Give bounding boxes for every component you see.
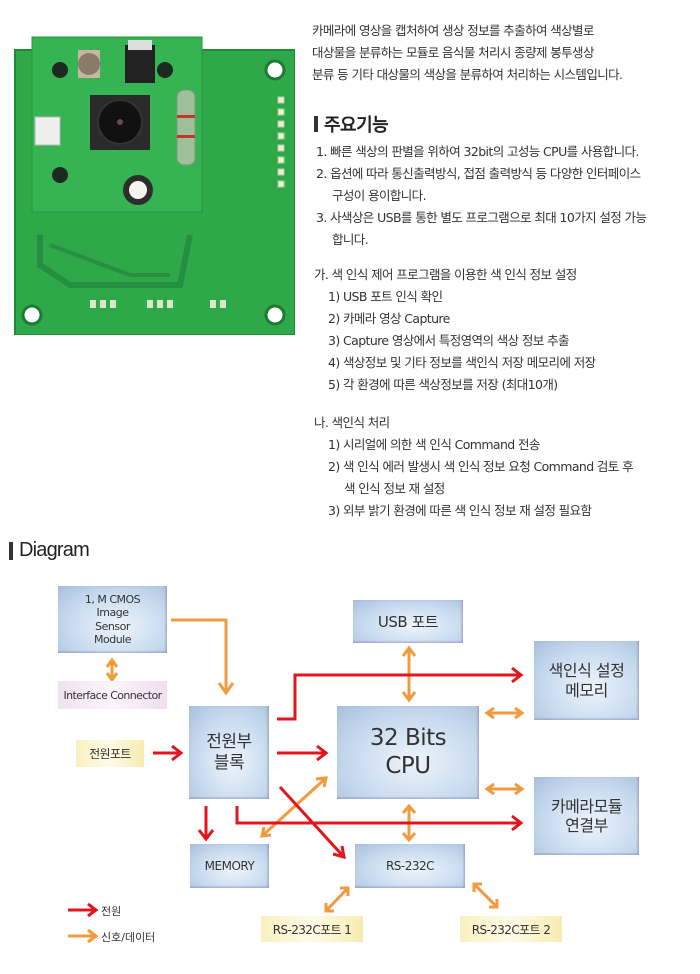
section-na-item: 색 인식 정보 재 설정 <box>314 478 633 500</box>
section-na: 나. 색인식 처리 1) 시리얼에 의한 색 인식 Command 전송 2) … <box>314 412 634 522</box>
signal-line-rs232-port2 <box>472 882 499 909</box>
intro-line: 카메라에 영상을 캡처하여 생상 정보를 추출하여 색상별로 <box>312 23 594 38</box>
usb-port-box: USB 포트 <box>353 600 463 643</box>
power-block-box: 전원부 블록 <box>189 706 269 799</box>
power-arrowhead <box>316 744 329 762</box>
rs232-box: RS-232C <box>355 844 465 888</box>
box-label: RS-232C포트 2 <box>471 922 551 937</box>
feature-item: 구성이 용이합니다. <box>316 185 646 207</box>
box-label: 메모리 <box>565 680 608 700</box>
box-label: MEMORY <box>204 858 255 873</box>
camera-module-box: 카메라모듈 연결부 <box>534 777 639 855</box>
cmos-sensor-box: 1, M CMOS Image Sensor Module <box>58 586 167 653</box>
features-list: 1. 빠른 색상의 판별을 위하여 32bit의 고성능 CPU를 사용합니다.… <box>316 141 647 251</box>
memory-box: MEMORY <box>190 844 269 888</box>
signal-arrowhead <box>315 776 328 788</box>
section-na-title: 나. 색인식 처리 <box>314 415 390 430</box>
signal-arrowhead <box>105 672 119 683</box>
power-line-block-to-colormem <box>277 673 520 721</box>
signal-arrowhead <box>514 782 525 796</box>
legend-power-label: 전원 <box>101 905 122 918</box>
box-label: 블록 <box>213 752 245 773</box>
box-label: RS-232C <box>385 858 435 873</box>
box-label: 카메라모듈 <box>550 796 623 816</box>
section-ga-item: 5) 각 환경에 따른 색상정보를 저장 (최대10개) <box>328 377 558 392</box>
signal-arrowhead <box>401 691 417 703</box>
section-na-item-text: 색 인식 정보 재 설정 <box>344 481 445 496</box>
intro-line: 분류 등 기타 대상물의 색상을 분류하여 처리하는 시스템입니다. <box>312 67 623 82</box>
signal-arrowhead <box>105 657 119 668</box>
power-arrowhead <box>332 845 346 860</box>
box-label: Module <box>94 632 132 646</box>
pcb-board-image <box>14 36 296 336</box>
rs232-port1-box: RS-232C포트 1 <box>261 916 363 942</box>
feature-item: 2. 옵션에 따라 통신출력방식, 접점 출력방식 등 다양한 인터페이스 <box>316 166 641 181</box>
box-label: 색인식 설정 <box>548 661 625 681</box>
feature-item: 1. 빠른 색상의 판별을 위하여 32bit의 고성능 CPU를 사용합니다. <box>316 144 639 159</box>
product-photo <box>10 35 296 336</box>
signal-line-cpu-memory <box>260 776 328 838</box>
intro-line: 대상물을 분류하는 모듈로 음식물 처리시 종량제 봉투생상 <box>312 45 594 60</box>
feature-item: 3. 사색상은 USB를 통한 별도 프로그램으로 최대 10가지 설정 가능 <box>316 210 647 225</box>
feature-item-text: 구성이 용이합니다. <box>332 188 427 203</box>
section-na-item: 2) 색 인식 에러 발생시 색 인식 정보 요청 Command 검토 후 <box>328 459 634 474</box>
signal-line-cmos-to-power <box>171 618 228 692</box>
diagram-title: Diagram <box>19 539 90 561</box>
heading-bar <box>314 116 318 132</box>
signal-arrowhead <box>324 903 334 913</box>
power-arrowhead <box>511 666 524 684</box>
box-label: CPU <box>385 752 431 779</box>
box-label: Image <box>96 606 129 620</box>
interface-connector-box: Interface Connector <box>58 681 167 709</box>
section-ga: 가. 색 인식 제어 프로그램을 이용한 색 인식 정보 설정 1) USB 포… <box>314 264 596 396</box>
signal-arrowhead <box>401 832 417 843</box>
feature-item-text: 합니다. <box>332 232 369 247</box>
legend-signal-label: 신호/데이터 <box>101 931 156 944</box>
signal-line-rs232-port1 <box>324 886 350 913</box>
diagram-heading: Diagram <box>9 539 90 562</box>
box-label: RS-232C포트 1 <box>272 922 352 937</box>
power-arrowhead <box>197 829 215 842</box>
section-na-item: 1) 시리얼에 의한 색 인식 Command 전송 <box>328 437 540 452</box>
power-line-block-to-rs232 <box>278 785 345 858</box>
cpu-box: 32 Bits CPU <box>337 706 479 799</box>
section-na-item: 3) 외부 밝기 환경에 따른 색 인식 정보 재 설정 필요함 <box>328 503 592 518</box>
features-heading: 주요기능 <box>314 111 389 137</box>
signal-arrowhead <box>472 882 482 892</box>
rs232-port2-box: RS-232C포트 2 <box>460 916 562 942</box>
power-arrowhead <box>511 814 524 832</box>
signal-arrowhead <box>340 886 350 896</box>
signal-arrowhead <box>401 803 417 814</box>
signal-arrowhead <box>484 706 495 720</box>
intro-text: 카메라에 영상을 캡처하여 생상 정보를 추출하여 색상별로 대상물을 분류하는… <box>312 20 623 86</box>
heading-bar <box>9 541 13 560</box>
section-ga-item: 2) 카메라 영상 Capture <box>328 311 450 326</box>
box-label: 전원부 <box>206 732 252 753</box>
box-label: Interface Connector <box>63 688 162 702</box>
color-memory-box: 색인식 설정 메모리 <box>534 641 639 720</box>
feature-item: 합니다. <box>316 229 646 251</box>
power-line-block-to-camera <box>235 806 520 825</box>
section-ga-item: 3) Capture 영상에서 특정영역의 색상 정보 추출 <box>328 333 569 348</box>
section-ga-item: 1) USB 포트 인식 확인 <box>328 289 443 304</box>
box-label: 1, M CMOS <box>84 593 141 607</box>
features-title: 주요기능 <box>324 115 389 136</box>
power-port-box: 전원포트 <box>76 740 144 767</box>
section-ga-item: 4) 색상정보 및 기타 정보를 색인식 저장 메모리에 저장 <box>328 355 596 370</box>
box-label: 32 Bits <box>369 724 447 751</box>
signal-arrowhead <box>401 645 417 657</box>
box-label: 연결부 <box>565 816 608 835</box>
signal-arrowhead <box>217 682 235 696</box>
box-label: USB 포트 <box>377 612 439 631</box>
signal-arrowhead <box>260 826 272 838</box>
box-label: 전원포트 <box>89 747 131 761</box>
signal-arrowhead <box>489 899 499 909</box>
signal-arrowhead <box>514 706 525 720</box>
box-label: Sensor <box>95 619 130 633</box>
power-arrowhead <box>171 744 184 762</box>
signal-arrowhead <box>484 782 495 796</box>
section-ga-title: 가. 색 인식 제어 프로그램을 이용한 색 인식 정보 설정 <box>314 267 577 282</box>
